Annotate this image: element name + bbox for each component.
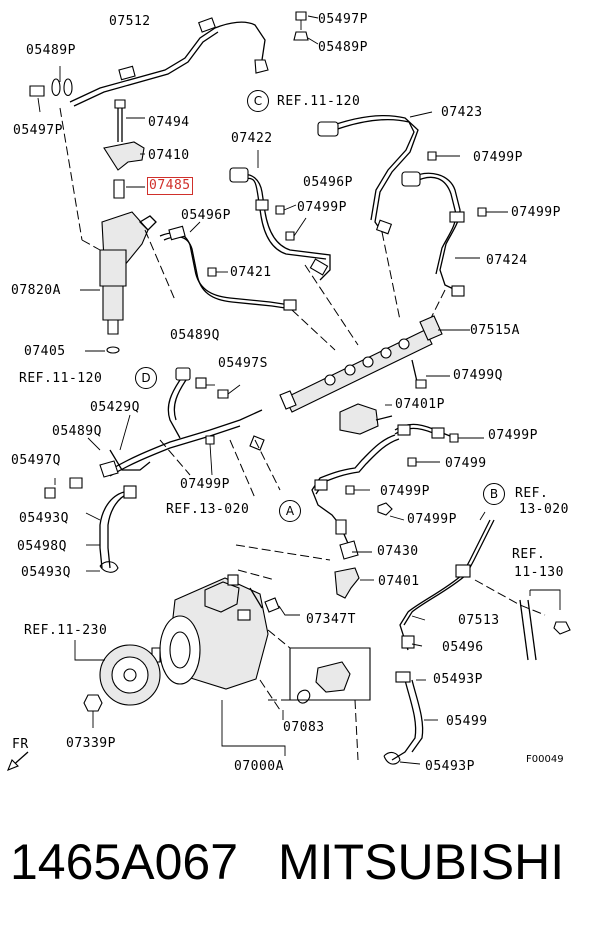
parts-diagram-lines <box>7 11 571 771</box>
ref-13-020-left: REF.13-020 <box>166 502 250 517</box>
label-05497P-left: 05497P <box>13 123 63 138</box>
label-05489Q-b: 05489Q <box>52 424 102 439</box>
marker-a: A <box>279 500 301 522</box>
brand-name: MITSUBISHI <box>278 834 565 890</box>
label-05493P-b: 05493P <box>425 759 475 774</box>
label-07430: 07430 <box>377 544 419 559</box>
ref-13-020-right-b: 13-020 <box>519 502 569 517</box>
label-07000A: 07000A <box>234 759 284 774</box>
label-05429Q: 05429Q <box>90 400 140 415</box>
label-07410: 07410 <box>148 148 190 163</box>
ref-11-130-b: 11-130 <box>514 565 564 580</box>
label-05497S: 05497S <box>218 356 268 371</box>
label-07423: 07423 <box>441 105 483 120</box>
label-07494: 07494 <box>148 115 190 130</box>
label-07512: 07512 <box>109 14 151 29</box>
label-07083: 07083 <box>283 720 325 735</box>
ref-13-020-right-a: REF. <box>515 486 549 501</box>
label-07405: 07405 <box>24 344 66 359</box>
ref-11-230: REF.11-230 <box>24 623 108 638</box>
label-07485-highlighted: 07485 <box>147 177 193 195</box>
label-05489P-top: 05489P <box>318 40 368 55</box>
ref-11-130-a: REF. <box>512 547 546 562</box>
ref-11-120-left: REF.11-120 <box>19 371 103 386</box>
label-07499Q: 07499Q <box>453 368 503 383</box>
ref-11-120-top: REF.11-120 <box>277 94 361 109</box>
label-05493P-a: 05493P <box>433 672 483 687</box>
label-07820A: 07820A <box>11 283 61 298</box>
label-05496P-a: 05496P <box>303 175 353 190</box>
label-05497P-top: 05497P <box>318 12 368 27</box>
marker-d: D <box>135 367 157 389</box>
label-05497Q: 05497Q <box>11 453 61 468</box>
label-07347T: 07347T <box>306 612 356 627</box>
label-05496P-b: 05496P <box>181 208 231 223</box>
label-07422: 07422 <box>231 131 273 146</box>
label-07499P-b: 07499P <box>297 200 347 215</box>
label-07515A: 07515A <box>470 323 520 338</box>
label-07421: 07421 <box>230 265 272 280</box>
label-07499P-d: 07499P <box>488 428 538 443</box>
label-05498Q: 05498Q <box>17 539 67 554</box>
label-05489P-left: 05489P <box>26 43 76 58</box>
label-07499P-a: 07499P <box>473 150 523 165</box>
label-05499: 05499 <box>446 714 488 729</box>
fr-label: FR <box>12 737 29 752</box>
part-number: 1465A067 <box>10 834 239 890</box>
figure-code: F00049 <box>526 754 564 765</box>
label-05493Q-a: 05493Q <box>19 511 69 526</box>
label-07499: 07499 <box>445 456 487 471</box>
label-07424: 07424 <box>486 253 528 268</box>
label-07499P-e: 07499P <box>180 477 230 492</box>
label-07401P: 07401P <box>395 397 445 412</box>
label-05496: 05496 <box>442 640 484 655</box>
parts-diagram: 07512 05497P 05489P 05489P 05497P C REF.… <box>7 11 571 774</box>
label-07499P-c: 07499P <box>511 205 561 220</box>
marker-c: C <box>247 90 269 112</box>
label-07499P-g: 07499P <box>407 512 457 527</box>
label-05489Q: 05489Q <box>170 328 220 343</box>
label-05493Q-b: 05493Q <box>21 565 71 580</box>
marker-b: B <box>483 483 505 505</box>
label-07339P: 07339P <box>66 736 116 751</box>
caption: 1465A067 MITSUBISHI <box>10 832 590 902</box>
label-07499P-f: 07499P <box>380 484 430 499</box>
label-07401: 07401 <box>378 574 420 589</box>
label-07513: 07513 <box>458 613 500 628</box>
